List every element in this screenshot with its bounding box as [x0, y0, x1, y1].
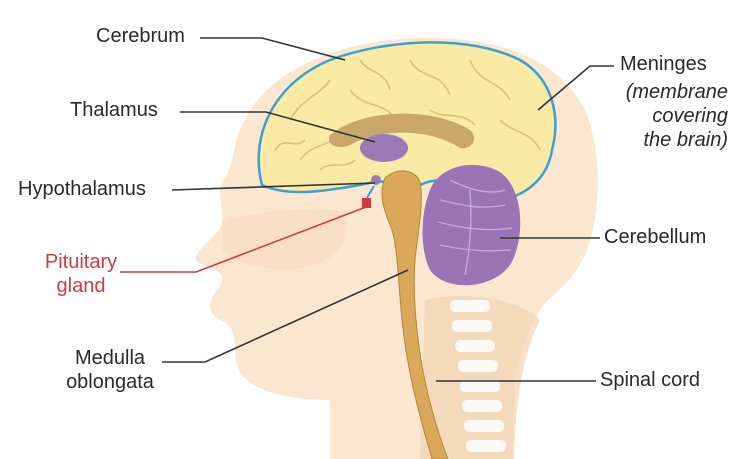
cerebellum-shape: [423, 165, 521, 285]
label-medulla-oblongata: Medulla oblongata: [56, 346, 164, 394]
thalamus-shape: [360, 134, 408, 162]
label-meninges: Meninges: [620, 52, 707, 76]
label-thalamus: Thalamus: [70, 98, 158, 122]
label-pituitary-line2: gland: [42, 274, 120, 298]
pituitary-gland-shape: [362, 198, 371, 208]
label-pituitary-gland: Pituitary gland: [42, 250, 120, 298]
label-medulla-line2: oblongata: [56, 370, 164, 394]
label-meninges-note: (membrane covering the brain): [618, 80, 728, 152]
label-medulla-line1: Medulla: [56, 346, 164, 370]
label-meninges-note-line1: (membrane: [618, 80, 728, 104]
label-spinal-cord: Spinal cord: [600, 368, 700, 392]
label-pituitary-line1: Pituitary: [42, 250, 120, 274]
label-cerebrum: Cerebrum: [96, 24, 185, 48]
label-cerebellum: Cerebellum: [604, 225, 706, 249]
label-hypothalamus: Hypothalamus: [18, 177, 146, 201]
label-meninges-note-line2: covering: [618, 104, 728, 128]
label-meninges-note-line3: the brain): [618, 128, 728, 152]
